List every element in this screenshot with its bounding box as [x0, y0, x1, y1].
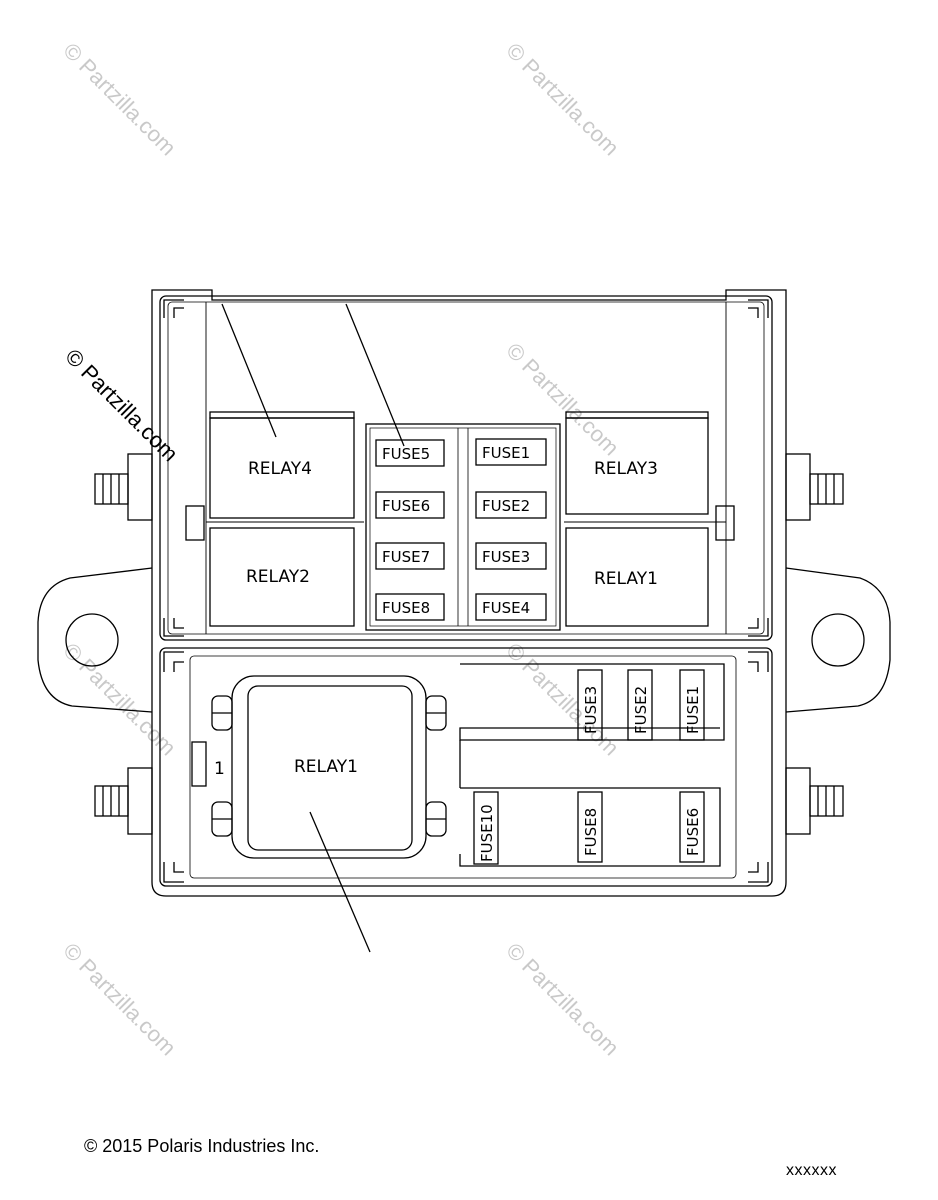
latch — [748, 862, 769, 883]
leader-line-bottom-relay — [309, 811, 371, 953]
right-stud-lower — [785, 767, 844, 835]
watermark: © Partzilla.com — [58, 638, 181, 761]
bottom-fuse10-label: FUSE10 — [478, 804, 496, 862]
leader-line-relay4 — [221, 303, 277, 438]
fuse6-block — [375, 491, 445, 519]
watermark: © Partzilla.com — [501, 38, 624, 161]
bottom-relay-label: RELAY1 — [294, 757, 358, 777]
bottom-fuse1-label: FUSE1 — [684, 686, 702, 734]
fuse2-block — [475, 491, 547, 519]
watermarks: © Partzilla.com © Partzilla.com © Partzi… — [58, 38, 624, 1061]
watermark-prominent: © Partzilla.com — [60, 344, 183, 467]
relay1-top-label: RELAY1 — [594, 569, 658, 589]
bottom-fuse1-block — [679, 669, 705, 741]
latch — [748, 299, 769, 318]
bottom-fuse8-block — [577, 791, 603, 863]
bottom-fuse2-block — [627, 669, 653, 741]
fuse-section — [365, 423, 561, 631]
fuse3-label: FUSE3 — [482, 548, 530, 566]
bottom-fuse6-label: FUSE6 — [684, 808, 702, 856]
bottom-fuse3-label: FUSE3 — [582, 686, 600, 734]
latch — [163, 299, 184, 318]
relay3-label: RELAY3 — [594, 459, 658, 479]
fuse5-block — [375, 439, 445, 467]
fuse5-label: FUSE5 — [382, 445, 430, 463]
housing-outline — [151, 289, 787, 897]
bottom-box — [159, 647, 773, 887]
fuse7-block — [375, 542, 445, 570]
right-mounting-hole — [811, 613, 865, 667]
bottom-fuse10-block — [473, 791, 499, 865]
fuse1-block — [475, 438, 547, 466]
left-stud-lower — [94, 767, 153, 835]
top-box — [159, 295, 773, 641]
relay2-label: RELAY2 — [246, 567, 310, 587]
fuse8-block — [375, 593, 445, 621]
copyright-text: © 2015 Polaris Industries Inc. — [84, 1136, 320, 1156]
fuse1-label: FUSE1 — [482, 444, 530, 462]
fuse3-block — [475, 542, 547, 570]
diagram-code: xxxxxx — [786, 1162, 837, 1179]
latch — [748, 618, 769, 637]
leader-line-fuse5 — [345, 303, 405, 447]
fuse4-block — [475, 593, 547, 621]
bottom-marker-1: 1 — [214, 759, 225, 779]
latch — [163, 618, 184, 637]
fuse8-label: FUSE8 — [382, 599, 430, 617]
relay-terminals — [211, 695, 447, 837]
watermark: © Partzilla.com — [58, 938, 181, 1061]
fuse7-label: FUSE7 — [382, 548, 430, 566]
bottom-fuse8-label: FUSE8 — [582, 808, 600, 856]
right-mounting-ear — [785, 567, 891, 713]
left-mounting-hole — [65, 613, 119, 667]
bottom-relay-block — [247, 685, 413, 851]
bottom-fuse3-block — [577, 669, 603, 741]
latch — [748, 651, 769, 672]
watermark: © Partzilla.com — [501, 938, 624, 1061]
left-mounting-ear — [37, 567, 153, 713]
fuse4-label: FUSE4 — [482, 599, 530, 617]
bottom-fuse-channel-bottom — [459, 787, 721, 867]
bottom-fuse2-label: FUSE2 — [632, 686, 650, 734]
bottom-relay-outer — [231, 675, 427, 859]
relay2-block — [209, 527, 355, 627]
relay4-label: RELAY4 — [248, 459, 312, 479]
watermark: © Partzilla.com — [58, 38, 181, 161]
fuse6-label: FUSE6 — [382, 497, 430, 515]
latch — [163, 862, 184, 883]
left-stud-upper — [94, 453, 153, 521]
right-stud-upper — [785, 453, 844, 521]
latch — [163, 651, 184, 672]
watermark: © Partzilla.com — [501, 338, 624, 461]
fuse2-label: FUSE2 — [482, 497, 530, 515]
relay1-top-block — [565, 527, 709, 627]
bottom-fuse6-block — [679, 791, 705, 863]
